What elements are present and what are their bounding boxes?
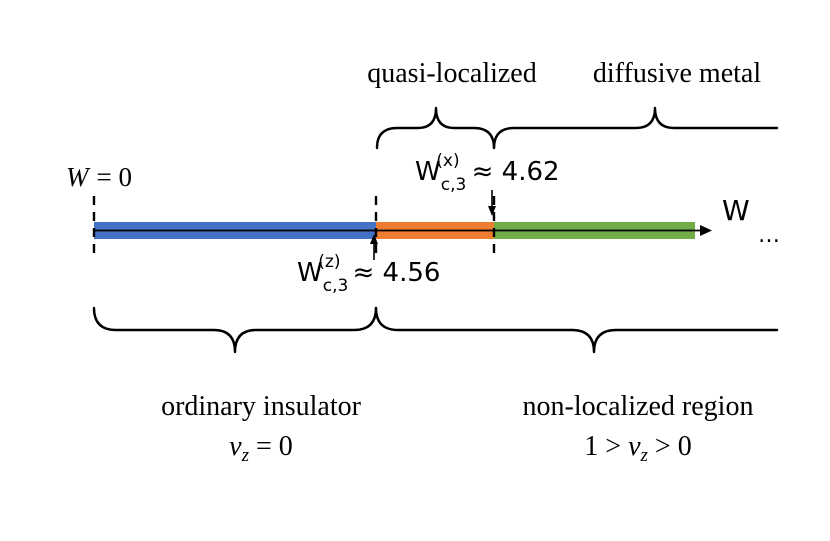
critical-point-z-arrowhead [370, 234, 378, 244]
non-localized-region-label: non-localized region [523, 391, 754, 422]
w-axis-label: W [722, 194, 750, 227]
ordinary-insulator-brace [92, 306, 378, 354]
quasi-localized-brace [375, 106, 496, 150]
diffusive-metal-label: diffusive metal [593, 58, 761, 89]
critical-point-z-label: Wc,3(z)≈ 4.56 [297, 252, 440, 296]
critical-point-x-arrowhead [488, 206, 496, 216]
diffusive-metal-brace [492, 106, 779, 150]
non-localized-winding-number: 1 > νz > 0 [584, 431, 691, 466]
non-localized-region-brace [374, 306, 779, 354]
insulator-winding-number: νz = 0 [229, 431, 293, 466]
axis-ellipsis: … [758, 223, 780, 248]
ordinary-insulator-label: ordinary insulator [161, 391, 362, 422]
w-axis-arrowhead [700, 225, 712, 236]
critical-point-x-label: Wc,3(x)≈ 4.62 [415, 151, 560, 195]
quasi-localized-label: quasi-localized [367, 58, 536, 89]
w-zero-label: W= 0 [66, 162, 132, 192]
